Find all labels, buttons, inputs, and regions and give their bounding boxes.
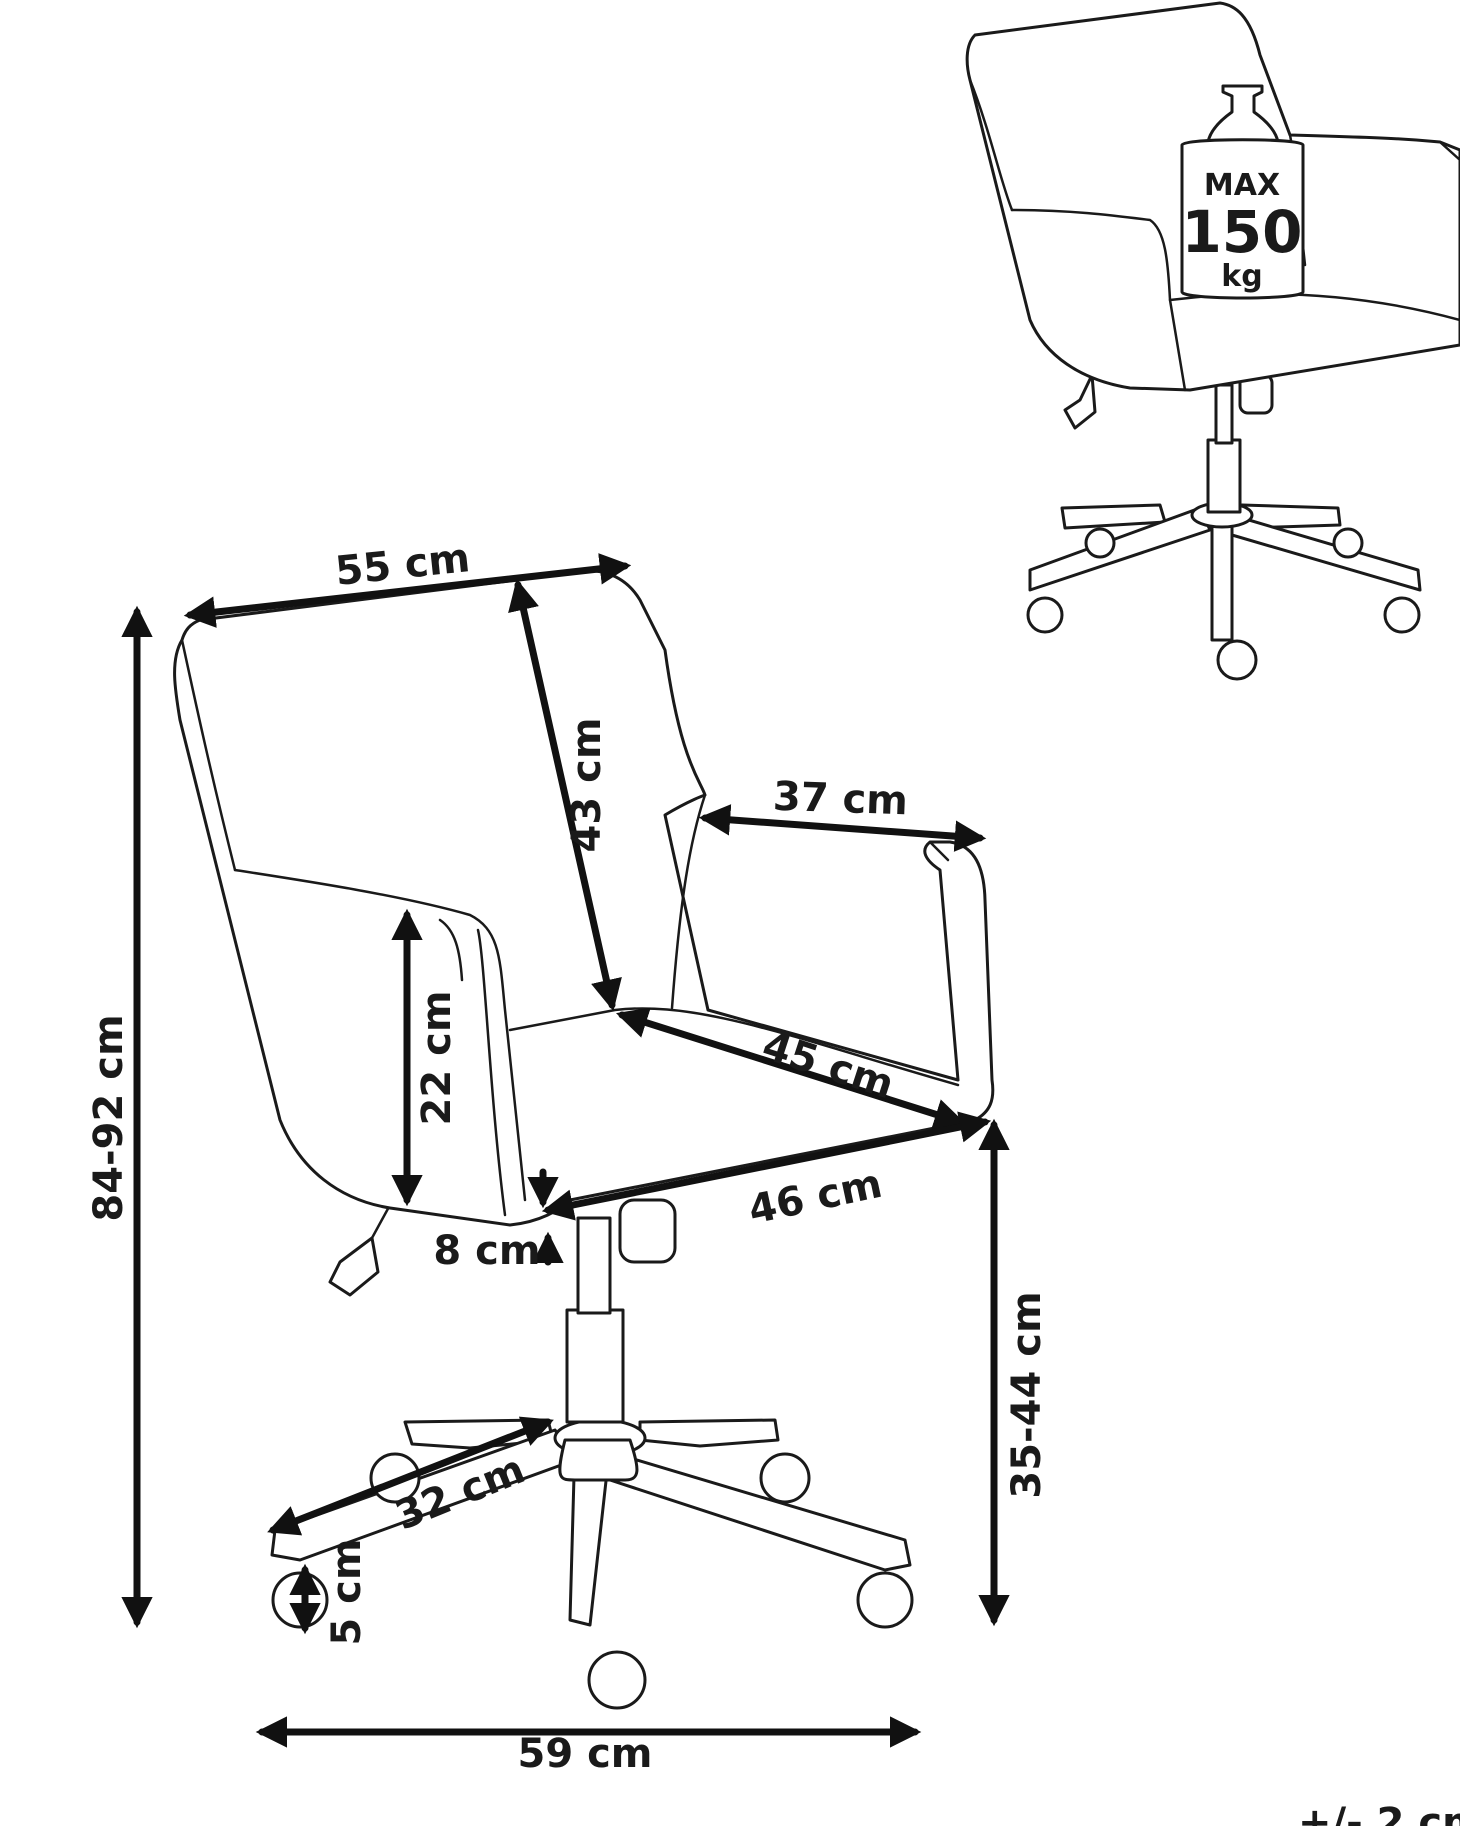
seat-depth-arrow [615, 1007, 967, 1130]
base-width-label: 59 cm [518, 1731, 653, 1777]
gas-cylinder [565, 1198, 677, 1424]
wheel-height-label: 5 cm [324, 1538, 370, 1645]
backrest-height-label: 43 cm [564, 718, 610, 853]
capacity-max-label: MAX [1204, 168, 1280, 203]
chair-body [173, 569, 995, 1227]
seat-width-arrow [541, 1111, 992, 1221]
seat-width-label: 46 cm [744, 1161, 886, 1234]
seat-height-label: 35-44 cm [1004, 1291, 1050, 1498]
seat-thickness-label: 8 cm [433, 1228, 540, 1274]
dimension-arrows [121, 553, 1010, 1748]
total-height-label: 84-92 cm [86, 1014, 132, 1221]
capacity-value: 150 [1181, 198, 1302, 266]
capacity-unit: kg [1221, 259, 1262, 294]
armrest-height-label: 22 cm [414, 991, 460, 1126]
armrest-length-arrow [698, 804, 987, 852]
weight-icon: MAX 150 kg [1180, 84, 1305, 300]
height-lever [328, 1203, 392, 1297]
backrest-height-arrow [508, 578, 622, 1012]
leg-length-arrow [267, 1416, 554, 1536]
tolerance-label: +/- 2 cm [1298, 1800, 1460, 1826]
armrest-length-label: 37 cm [772, 774, 909, 825]
capacity-chair-drawing: MAX 150 kg [965, 1, 1460, 681]
backrest-width-arrow [183, 553, 632, 628]
